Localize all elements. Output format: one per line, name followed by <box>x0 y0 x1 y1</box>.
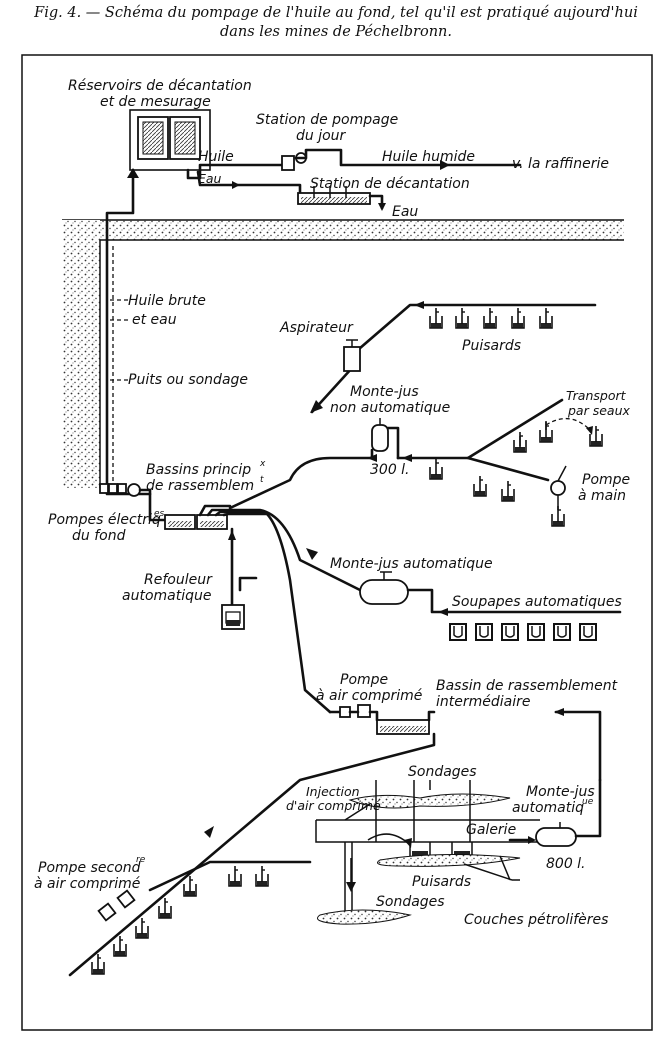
label-pompes-elec-1-sup: es <box>154 509 165 519</box>
label-huile-humide: Huile humide <box>382 149 475 165</box>
label-raffinerie: v. la raffinerie <box>512 156 609 172</box>
label-monte-jus-auto2-sup: ue <box>582 797 594 807</box>
aspirator <box>343 346 361 372</box>
label-pompe-main-2: à main <box>578 488 626 504</box>
label-reservoirs-2: et de mesurage <box>100 94 211 110</box>
shaft-pipe <box>105 168 135 490</box>
label-bassin-inter-1: Bassin de rassemblement <box>436 678 618 694</box>
label-puisards: Puisards <box>462 338 521 354</box>
caption-line-1: Fig. 4. — Schéma du pompage de l'huile a… <box>34 5 638 21</box>
label-galerie: Galerie <box>466 822 516 838</box>
label-monte-jus-na-1: Monte-jus <box>350 384 419 400</box>
label-reservoirs-1: Réservoirs de décantation <box>68 78 252 94</box>
monte-jus-automatique <box>359 579 409 605</box>
label-injection-2: d'air comprimé <box>286 798 381 813</box>
label-pompe-air-1: Pompe <box>340 672 388 688</box>
label-monte-jus-auto2-1: Monte-jus <box>526 784 595 800</box>
label-refouleur-1: Refouleur <box>144 572 213 588</box>
secondary-air-pump <box>97 902 117 922</box>
label-bassins-2: de rassemblem <box>146 478 254 494</box>
label-sondages-top: Sondages <box>408 764 477 780</box>
label-pompes-elec-1: Pompes électriq <box>48 512 161 528</box>
label-puits: Puits ou sondage <box>128 372 248 388</box>
label-pompe-second-1: Pompe second <box>38 860 141 876</box>
label-pompe-main-1: Pompe <box>582 472 630 488</box>
label-eau-2: Eau <box>392 204 418 220</box>
label-pompe-second-sup: re <box>136 855 146 865</box>
label-pompes-elec-2: du fond <box>72 528 126 544</box>
monte-jus-800l <box>535 827 577 847</box>
label-puisards-2: Puisards <box>412 874 471 890</box>
label-injection-1: Injection <box>306 784 360 799</box>
label-pompe-second-2: à air comprimé <box>34 876 141 892</box>
air-pump <box>357 704 371 718</box>
label-bassin-inter-2: intermédiaire <box>436 694 531 710</box>
surface-pump-station <box>294 148 522 167</box>
label-transport-2: par seaux <box>567 403 630 418</box>
figure-frame <box>21 54 653 1031</box>
caption-line-2: dans les mines de Péchelbronn. <box>219 24 452 40</box>
label-bassins-1-sup: x <box>259 459 266 469</box>
label-monte-jus-na-2: non automatique <box>330 400 450 416</box>
label-huile-brute-2: et eau <box>132 312 177 328</box>
label-800l: 800 l. <box>546 856 586 872</box>
label-300l: 300 l. <box>370 462 410 478</box>
decantation-tanks <box>129 109 211 171</box>
label-refouleur-2: automatique <box>122 588 211 604</box>
label-eau: Eau <box>198 171 222 186</box>
ground-surface <box>62 220 624 240</box>
label-station-pompage-2: du jour <box>296 128 347 144</box>
monte-jus-non-automatique <box>371 424 389 452</box>
label-pompe-air-2: à air comprimé <box>316 688 423 704</box>
label-huile: Huile <box>198 149 234 165</box>
label-station-decantation: Station de décantation <box>310 176 470 192</box>
label-aspirateur: Aspirateur <box>279 320 354 336</box>
figure-caption: Fig. 4. — Schéma du pompage de l'huile a… <box>0 0 672 42</box>
electric-pumps <box>127 483 141 497</box>
label-transport-1: Transport <box>566 388 627 403</box>
label-soupapes: Soupapes automatiques <box>452 594 622 610</box>
label-monte-jus-auto: Monte-jus automatique <box>330 556 493 572</box>
shaft-wall <box>62 220 100 488</box>
inclined-gallery-line <box>68 732 436 977</box>
hand-pump <box>550 480 566 496</box>
label-bassins-2-sup: t <box>260 475 264 485</box>
label-monte-jus-auto2-2: automatiq <box>512 800 584 816</box>
label-station-pompage-1: Station de pompage <box>256 112 398 128</box>
label-couches: Couches pétrolifères <box>464 912 608 928</box>
label-bassins-1: Bassins princip <box>146 462 251 478</box>
label-huile-brute-1: Huile brute <box>128 293 206 309</box>
label-sondages-bottom: Sondages <box>376 894 445 910</box>
